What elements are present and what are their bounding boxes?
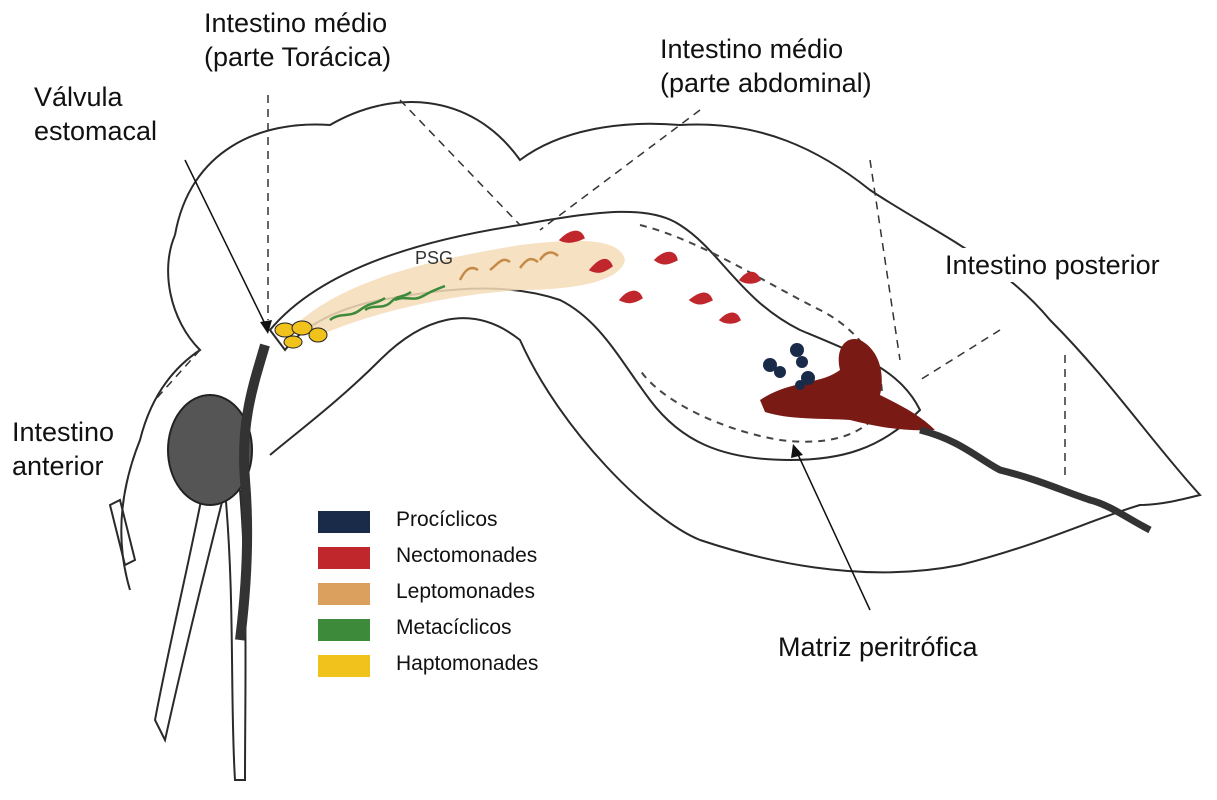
arrowhead-peritrophic-matrix: [791, 444, 803, 458]
leader-midgut-abdominal-1: [400, 100, 520, 225]
procyclic-parasites: [763, 343, 815, 390]
legend-label: Nectomonades: [396, 543, 537, 569]
leader-hindgut-2: [920, 330, 1000, 380]
legend-swatch: [318, 547, 370, 569]
legend-swatch: [318, 619, 370, 641]
midgut-abdominal-label: Intestino médio (parte abdominal): [660, 32, 872, 100]
legend-label: Leptomonades: [396, 579, 535, 605]
legend-label: Metacíclicos: [396, 615, 512, 641]
leader-hindgut-1: [870, 160, 900, 360]
psg-band: [290, 241, 625, 335]
legend-label: Procíclicos: [396, 507, 498, 533]
leader-stomodeal-valve: [185, 160, 268, 330]
thorax-outline: [175, 102, 1200, 572]
blood-meal: [760, 339, 935, 430]
hindgut-tube: [920, 430, 1150, 530]
psg-label: PSG: [415, 248, 453, 269]
legend-swatch: [318, 583, 370, 605]
foregut-label: Intestino anterior: [12, 415, 114, 483]
legend-swatch: [318, 511, 370, 533]
legend-swatch: [318, 655, 370, 677]
leader-peritrophic-matrix: [795, 448, 870, 610]
proboscis-tip: [110, 500, 135, 565]
midgut-thoracic-label: Intestino médio (parte Torácica): [204, 6, 391, 74]
mouthparts: [155, 480, 246, 780]
leader-foregut: [155, 350, 200, 400]
stomodeal-valve-label: Válvula estomacal: [34, 80, 157, 148]
peritrophic-matrix-label: Matriz peritrófica: [778, 630, 978, 664]
legend-label: Haptomonades: [396, 651, 538, 677]
foregut-tube: [240, 345, 265, 640]
hindgut-label: Intestino posterior: [945, 248, 1160, 282]
